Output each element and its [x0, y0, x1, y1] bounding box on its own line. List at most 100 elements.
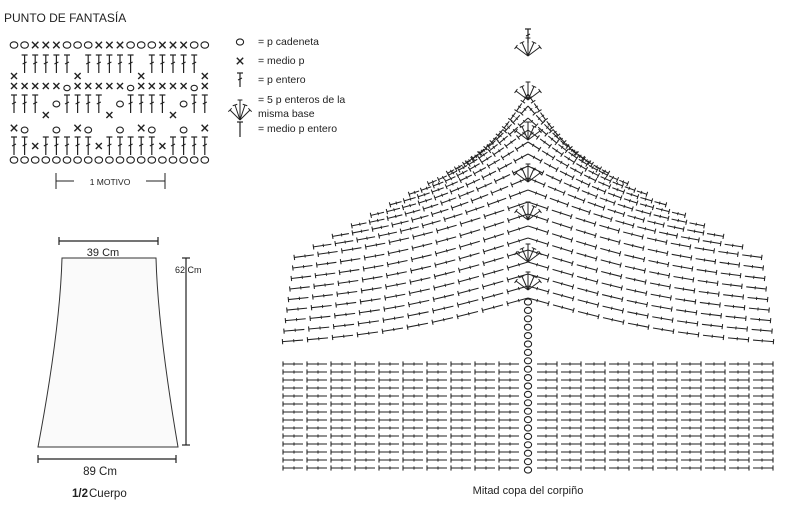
cup-stitch: [601, 294, 624, 303]
cup-stitch: [527, 225, 550, 236]
cup-stitch: [585, 369, 606, 375]
cup-stitch: [306, 409, 327, 415]
double-crochet-stitch: [42, 136, 49, 155]
cup-stitch: [411, 242, 433, 251]
cup-stitch: [364, 242, 386, 250]
cup-stitch: [474, 409, 495, 415]
chain-stitch: [9, 41, 19, 49]
legend-double-crochet-label: = p entero: [258, 74, 306, 86]
single-crochet-stitch: [52, 41, 61, 49]
cup-stitch: [507, 213, 529, 224]
cup-stitch: [422, 203, 439, 212]
cup-stitch: [450, 393, 471, 399]
cup-stitch: [527, 201, 549, 212]
single-crochet-stitch: [169, 111, 177, 119]
cup-stitch: [407, 311, 429, 319]
double-crochet-stitch: [525, 28, 531, 43]
double-crochet-stitch: [53, 136, 60, 155]
double-crochet-stitch: [74, 94, 81, 113]
cup-stitch: [409, 277, 431, 285]
cup-stitch: [561, 385, 582, 391]
cup-stitch: [551, 209, 573, 220]
cup-stitch: [477, 151, 488, 161]
cup-stitch: [378, 457, 399, 463]
cup-stitch: [450, 369, 471, 375]
cup-stitch: [450, 201, 469, 211]
cup-stitch: [433, 282, 455, 291]
cup-stitch: [306, 337, 329, 343]
chain-stitch: [83, 41, 93, 49]
cup-stitch: [426, 465, 447, 471]
cup-stitch: [431, 181, 444, 189]
cup-stitch: [537, 361, 558, 367]
cup-stitch: [417, 198, 433, 206]
double-crochet-stitch: [106, 136, 113, 155]
cup-stitch: [671, 211, 687, 218]
top-width-dimension: [58, 237, 159, 245]
cup-stitch: [482, 245, 504, 255]
cup-stitch: [751, 328, 773, 334]
chain-stitch: [52, 156, 61, 164]
motif-label: 1 MOTIVO: [90, 177, 131, 187]
double-crochet-stitch: [191, 54, 198, 73]
chain-stitch: [523, 390, 533, 399]
cup-stitch: [412, 231, 433, 240]
cup-stitch: [721, 283, 743, 289]
cup-stitch: [564, 155, 577, 165]
half-double-crochet-stitch: [237, 121, 243, 137]
cup-stitch: [723, 294, 745, 300]
cup-stitch: [464, 158, 473, 166]
chain-stitch: [189, 156, 199, 164]
cup-stitch: [625, 277, 647, 285]
cup-stitch: [354, 449, 375, 455]
cup-stitch: [585, 433, 606, 439]
cup-stitch: [561, 417, 582, 423]
cup-stitch: [440, 197, 457, 206]
cup-stitch: [455, 170, 468, 179]
cup-stitch: [354, 465, 375, 471]
cup-stitch: [498, 369, 519, 375]
cup-stitch: [527, 105, 538, 116]
double-crochet-stitch: [148, 94, 155, 113]
cup-stitch: [354, 369, 375, 375]
cup-stitch: [615, 220, 635, 229]
cup-stitch: [729, 393, 750, 399]
single-crochet-stitch: [42, 41, 50, 49]
chain-stitch: [41, 156, 51, 164]
cup-stitch: [387, 248, 409, 257]
chain-stitch: [63, 84, 71, 92]
cup-stitch: [551, 147, 565, 157]
cup-stitch: [705, 409, 726, 415]
cup-stitch: [358, 309, 380, 316]
chain-stitch: [126, 41, 135, 49]
cup-stitch: [330, 417, 351, 423]
double-crochet-stitch: [191, 94, 198, 113]
cup-stitch: [474, 465, 495, 471]
cup-stitch: [705, 361, 726, 367]
cup-stitch: [470, 153, 479, 161]
cup-stitch: [700, 312, 722, 319]
cup-stitch: [527, 249, 550, 259]
cup-stitch: [371, 225, 389, 232]
chain-stitch: [147, 156, 157, 164]
double-crochet-stitch: [180, 54, 187, 73]
cup-stitch: [558, 136, 567, 145]
cup-stitch: [330, 393, 351, 399]
cup-stitch: [506, 237, 529, 247]
cup-stitch: [306, 385, 327, 391]
chain-stitch: [523, 373, 533, 382]
cup-stitch: [282, 417, 303, 423]
cup-stitch: [281, 339, 304, 345]
cup-stitch: [657, 369, 678, 375]
cup-stitch: [453, 164, 463, 172]
chain-stitch: [523, 298, 533, 306]
cup-stitch: [633, 361, 654, 367]
cup-stitch: [426, 449, 447, 455]
cup-stitch: [549, 197, 570, 208]
cup-stitch: [472, 167, 487, 177]
cup-stitch: [681, 393, 702, 399]
cup-stitch: [602, 305, 625, 314]
cup-stitch: [383, 304, 405, 312]
cup-stitch: [330, 465, 351, 471]
cup-stitch: [633, 393, 654, 399]
